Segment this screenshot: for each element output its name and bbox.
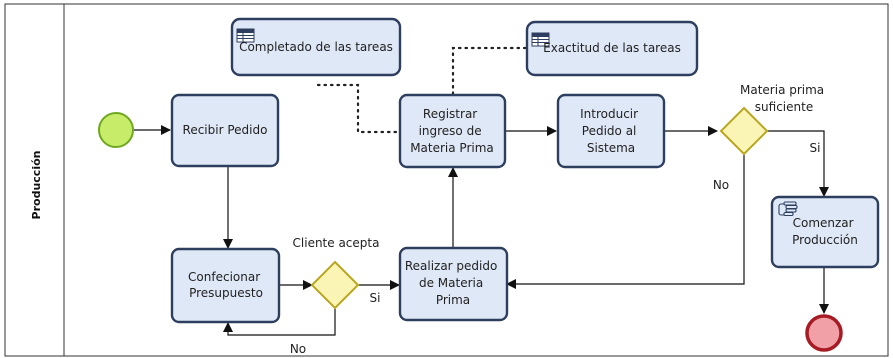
task-realizar-shape[interactable] [398,246,509,322]
gateway-materia-label: Materia prima suficiente [740,83,828,114]
data-table-icon [236,28,255,43]
gateway-materia-prima[interactable] [719,106,769,156]
gateway-cliente-yes-label: Si [370,291,381,305]
task-confeccionar-label: Confecionar Presupuesto [188,270,264,300]
task-registrar-line-3: Materia Prima [410,141,494,155]
task-recibir-pedido[interactable]: Recibir Pedido [170,93,280,168]
task-registrar-line-2: ingreso de [419,124,482,138]
association-completado [316,83,401,134]
task-registrar-label: Registrar ingreso de Materia Prima [410,107,494,155]
task-registrar-line-1: Registrar [423,107,477,121]
task-introducir-line-2: Pedido al [582,124,637,138]
gateway-materia-no-label: No [713,178,729,192]
task-introducir-label: Introducir Pedido al Sistema [580,107,642,155]
association-exactitud [451,46,529,96]
data-completado-de-las-tareas[interactable]: Completado de las tareas [230,17,402,77]
end-event[interactable] [805,314,843,352]
gateway-materia-line-1: Materia prima [740,83,824,97]
task-realizar-line-2: de Materia [419,276,483,290]
task-comenzar-label: Comenzar Producción [792,216,858,247]
data-associations [316,46,529,134]
data-completado-label: Completado de las tareas [239,40,393,54]
task-confeccionar-line-2: Presupuesto [189,286,263,300]
start-event[interactable] [98,112,134,148]
gateway-cliente-no-label: No [290,342,306,356]
data-completado-shape[interactable] [230,17,402,77]
gateway-materia-line-2: suficiente [755,100,813,114]
sequence-flows [134,125,829,336]
task-realizar-line-3: Prima [436,293,470,307]
data-exactitud-label: Exactitud de las tareas [543,41,681,55]
task-realizar-pedido[interactable]: Realizar pedido de Materia Prima [398,246,509,322]
data-table-icon [531,32,550,47]
task-registrar-shape[interactable] [398,93,507,169]
gateway-cliente-label: Cliente acepta [293,236,380,250]
task-introducir-line-3: Sistema [587,141,635,155]
task-introducir-shape[interactable] [556,93,666,169]
data-exactitud-de-las-tareas[interactable]: Exactitud de las tareas [525,20,699,77]
task-confeccionar-line-1: Confecionar [188,270,260,284]
data-exactitud-shape[interactable] [525,20,699,77]
task-confeccionar-presupuesto[interactable]: Confecionar Presupuesto [170,247,281,324]
flow-gateway-si-to-comenzar [767,130,829,197]
task-comenzar-shape[interactable] [770,195,880,269]
task-introducir-pedido[interactable]: Introducir Pedido al Sistema [556,93,666,169]
task-comenzar-line-1: Comenzar [793,216,854,230]
task-comenzar-line-2: Producción [792,233,858,247]
gateway-cliente-shape[interactable] [310,260,360,310]
task-registrar-ingreso[interactable]: Registrar ingreso de Materia Prima [398,93,507,169]
manual-task-icon [778,201,798,217]
task-realizar-label: Realizar pedido de Materia Prima [405,259,501,307]
flow-gateway-no-to-realizar [506,154,745,289]
lane-label: Producción [30,151,43,220]
gateway-cliente-acepta[interactable] [310,260,360,310]
task-confeccionar-shape[interactable] [170,247,281,324]
gateway-materia-yes-label: Si [810,141,821,155]
task-comenzar-produccion[interactable]: Comenzar Producción [770,195,880,269]
task-introducir-line-1: Introducir [580,107,638,121]
gateway-materia-shape[interactable] [719,106,769,156]
task-recibir-label: Recibir Pedido [183,123,268,137]
task-realizar-line-1: Realizar pedido [405,259,498,273]
flow-gateway-no-to-confeccionar [223,308,336,336]
task-recibir-shape[interactable] [170,93,280,168]
